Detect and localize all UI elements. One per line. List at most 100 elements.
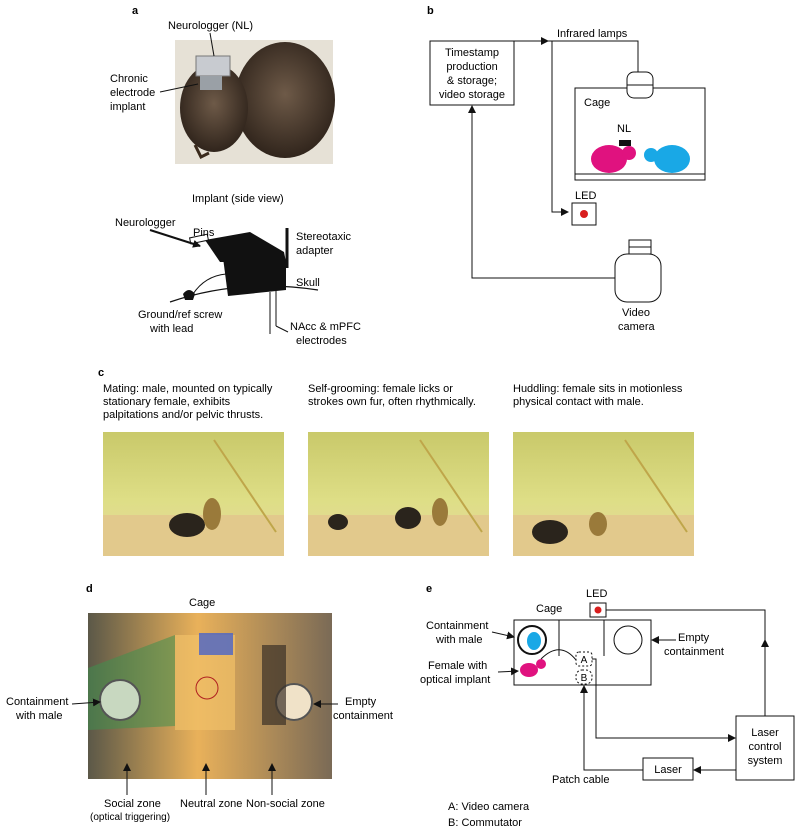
connector-lamps-line [548,40,639,72]
male-vole [527,632,541,650]
nonsocial-zone-label: Non-social zone [246,798,325,810]
female-body [520,663,538,677]
behavior-mating-line1: Mating: male, mounted on typically [103,383,273,395]
timestamp-line3: & storage; [447,75,497,87]
legend-b: B: Commutator [448,817,522,829]
video-camera-box [575,651,593,667]
behavior-huddling-line1: Huddling: female sits in motionless [513,383,683,395]
vole-paw [193,144,210,160]
timestamp-line1: Timestamp [445,47,499,59]
control-label-2: control [748,741,781,753]
stereotaxic-label-1: Stereotaxic [296,231,352,243]
ground-lead [192,273,227,295]
cage-label: Cage [584,97,610,109]
nest-material [589,512,607,536]
tank-edge [213,439,277,533]
neurologger-block [205,232,286,262]
camera-to-control [592,658,736,742]
nl-pointer [209,32,215,57]
photo-huddling [513,432,694,556]
panel-d: d Cage Containment with male Empty conta… [6,583,393,823]
behavior-mating-line3: palpitations and/or pelvic thrusts. [103,409,263,421]
behavior-grooming-line1: Self-grooming: female licks or [308,383,453,395]
ground-screw [183,290,195,300]
panel-a: a Neurologger (NL) Chronic electrode imp… [110,5,361,347]
ground-label-1: Ground/ref screw [138,309,222,321]
nl-label: NL [617,123,631,135]
containment-empty [613,625,643,655]
laser-control-box [735,715,795,781]
camera-label-1: Video [622,307,650,319]
female-label-1: Female with [428,660,487,672]
divider [262,645,286,725]
vole-male [395,507,421,529]
commutator-box [575,669,593,685]
timestamp-box [429,40,515,106]
nest-material [432,498,448,526]
panel-letter: c [98,367,104,379]
social-zone-label-1: Social zone [104,798,161,810]
panel-letter: d [86,583,93,595]
led-label: LED [575,190,596,202]
a-box-label: A [581,655,588,666]
empty-label-1: Empty [678,632,710,644]
empty-label-1: Empty [345,696,377,708]
led-light [594,606,602,614]
female-vole [591,140,636,173]
containment-male-arrow [491,631,515,640]
containment-male-label-1: Containment [6,696,68,708]
electrodes-label-1: NAcc & mPFC [290,321,361,333]
vole-marker [195,676,219,700]
control-label-1: Laser [751,727,779,739]
b-box-label: B [581,673,588,684]
nest-material [203,498,221,530]
tank-edge [419,439,483,533]
implant-base [200,76,222,90]
skull-label: Skull [296,277,320,289]
behavior-huddling-line2: physical contact with male. [513,396,644,408]
female-body [591,145,627,173]
video-camera [614,239,662,303]
tank-edge [624,439,688,533]
implant-label-line1: Chronic [110,73,148,85]
vole-female [328,514,348,530]
panel-e: e LED Cage A B Containment with male Fem… [420,583,795,829]
vole-photo [175,40,335,164]
panel-b: b Timestamp production & storage; video … [427,5,706,333]
cage-label: Cage [536,603,562,615]
vole-pair [532,520,568,544]
camera-mount [199,633,233,655]
male-head [644,148,658,162]
timestamp-line2: production [446,61,497,73]
neurologger-label: Neurologger (NL) [168,20,253,32]
connector-camera-to-storage [468,105,615,279]
implant-label-line2: electrode [110,87,155,99]
behavior-grooming-line2: strokes own fur, often rhythmically. [308,396,476,408]
timestamp-line4: video storage [439,89,505,101]
neurologger-side-label: Neurologger [115,217,176,229]
containment-male-label-2: with male [15,710,62,722]
female-head [622,146,636,160]
behavior-mating-line2: stationary female, exhibits [103,396,231,408]
laser-label: Laser [654,764,682,776]
pins-label: Pins [193,227,215,239]
vole-pair [169,513,205,537]
empty-label-2: containment [333,710,393,722]
female-arrow [497,667,519,676]
camera-body [614,253,662,303]
optical-fiber [540,649,577,661]
patch-cable-label: Patch cable [552,774,609,786]
electrodes-pointer [275,325,289,333]
control-label-3: system [748,755,783,767]
vole-body-left [180,64,248,152]
panel-letter: b [427,5,434,17]
containment-male [99,679,141,721]
female-label-2: optical implant [420,674,490,686]
stereotaxic-label-2: adapter [296,245,334,257]
infrared-label: Infrared lamps [557,28,628,40]
ground-label-2: with lead [149,323,193,335]
implant-pointer [159,83,199,93]
empty-label-2: containment [664,646,724,658]
legend-a: A: Video camera [448,801,530,813]
